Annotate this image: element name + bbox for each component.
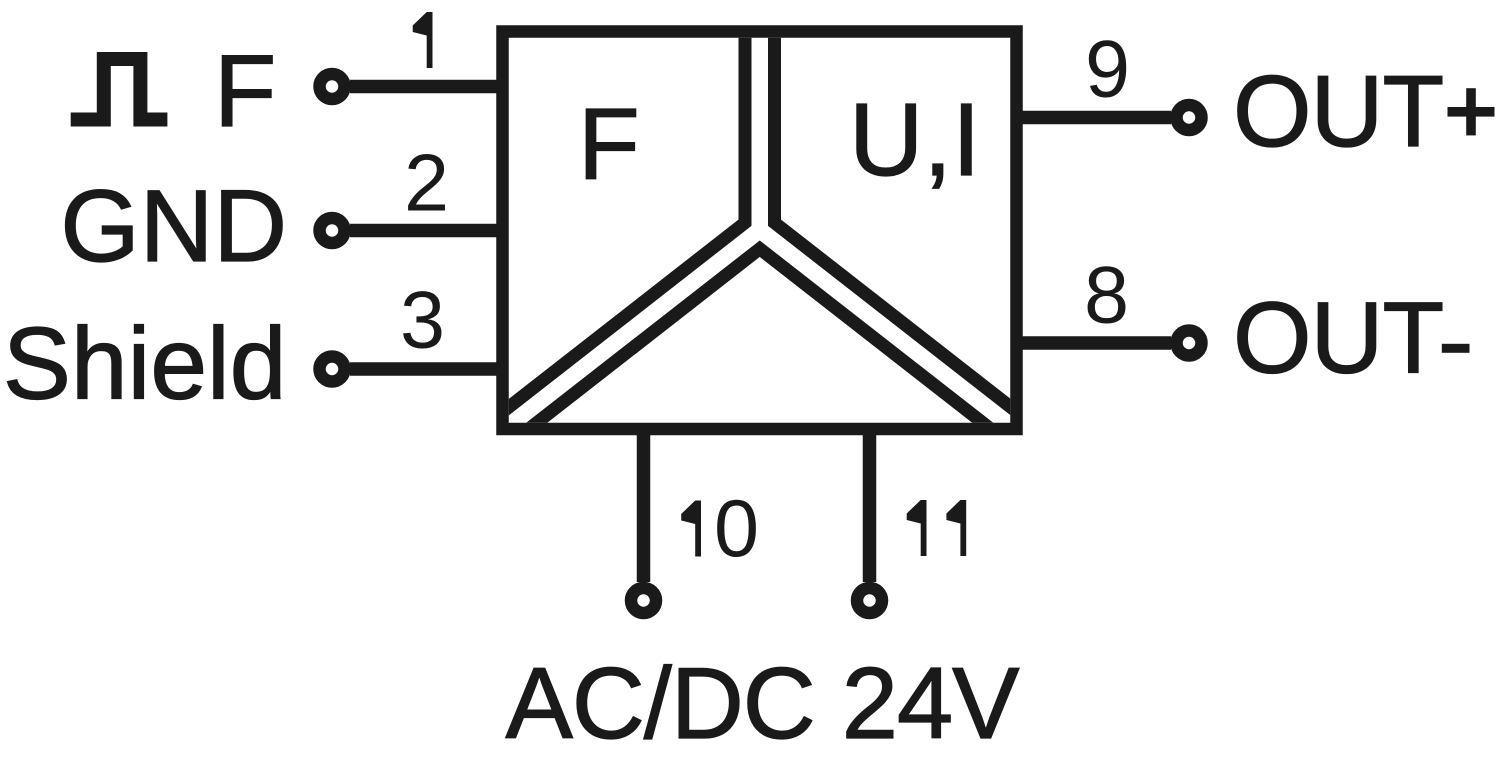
svg-text:9: 9 xyxy=(1085,25,1130,115)
svg-text:F: F xyxy=(214,34,276,148)
svg-text:OUT: OUT xyxy=(1233,283,1443,395)
svg-text:GND: GND xyxy=(60,169,287,283)
svg-text:U,I: U,I xyxy=(849,82,981,197)
svg-text:F: F xyxy=(578,89,640,201)
svg-text:0: 0 xyxy=(714,484,759,574)
svg-text:OUT: OUT xyxy=(1233,56,1443,168)
svg-text:8: 8 xyxy=(1084,251,1129,341)
svg-text:3: 3 xyxy=(400,276,445,366)
svg-text:AC/DC 24V: AC/DC 24V xyxy=(506,648,1020,760)
svg-text:2: 2 xyxy=(404,139,449,229)
svg-text:Shield: Shield xyxy=(3,307,287,421)
